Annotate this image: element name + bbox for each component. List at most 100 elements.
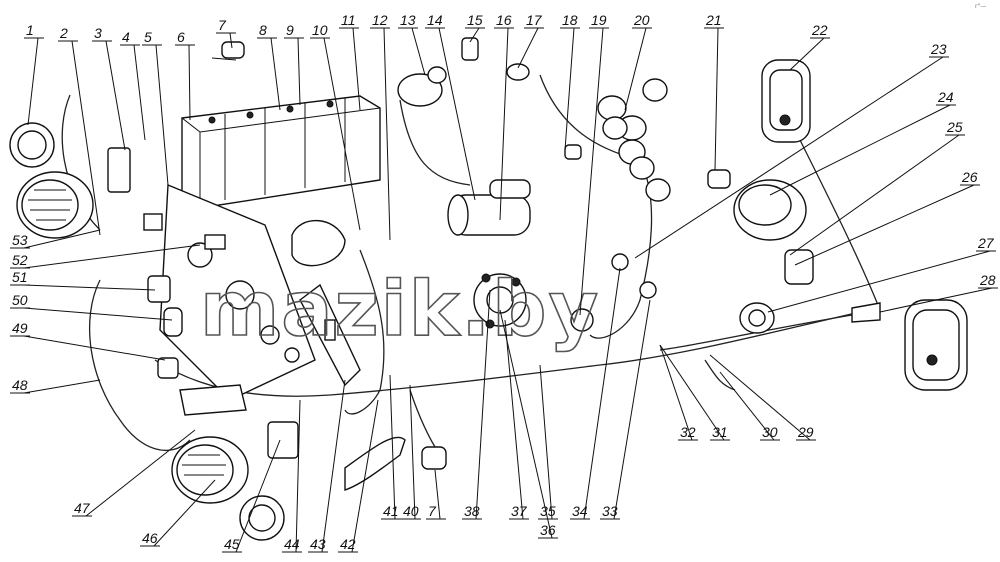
- callout-label-24: 24: [937, 89, 954, 105]
- callout-label-16: 16: [496, 12, 512, 28]
- callout-label-49: 49: [12, 320, 28, 336]
- callout-label-38: 38: [464, 503, 480, 519]
- callout-label-21: 21: [705, 12, 722, 28]
- callout-label-42: 42: [340, 536, 356, 552]
- callout-label-18: 18: [562, 12, 578, 28]
- callout-label-32: 32: [680, 424, 696, 440]
- callout-label-14: 14: [427, 12, 443, 28]
- callout-label-19: 19: [591, 12, 607, 28]
- callout-leader-27: [767, 250, 991, 313]
- callout-label-44: 44: [284, 536, 300, 552]
- callout-label-4: 4: [122, 29, 130, 45]
- connector-28: [851, 302, 881, 323]
- connector-51: [147, 275, 171, 303]
- callout-leader-22: [789, 37, 825, 71]
- callout-label-8: 8: [259, 22, 267, 38]
- callout-label-22: 22: [811, 22, 828, 38]
- callout-label-46: 46: [142, 530, 158, 546]
- callout-leader-28: [879, 287, 993, 313]
- switch-19: [570, 308, 594, 332]
- horn-wire: [409, 389, 441, 456]
- callout-label-52: 52: [12, 252, 28, 268]
- sensor-21: [707, 169, 731, 189]
- switch-3: [107, 147, 131, 193]
- right-headlamp: [171, 436, 249, 504]
- callout-leader-21: [714, 27, 719, 171]
- callout-label-48: 48: [12, 377, 28, 393]
- callout-leader-12: [383, 27, 391, 241]
- plug-50: [163, 307, 183, 337]
- callout-label-50: 50: [12, 292, 28, 308]
- callout-leader-38: [475, 289, 491, 520]
- callout-leader-42: [351, 399, 379, 553]
- starter-motor: [447, 179, 531, 236]
- callout-label-51: 51: [12, 269, 28, 285]
- callout-leader-6: [188, 44, 191, 121]
- callout-label-26: 26: [961, 169, 978, 185]
- rear-small-lamp: [739, 302, 775, 334]
- callout-label-33: 33: [602, 503, 618, 519]
- left-side-lamp: [9, 122, 55, 168]
- instrument-panel: [159, 183, 316, 401]
- callout-leader-19: [579, 27, 604, 316]
- switch-33: [611, 253, 657, 299]
- callout-label-9: 9: [286, 22, 294, 38]
- socket-column: [597, 78, 671, 202]
- fuse-box-47: [179, 384, 247, 416]
- panel-wire: [344, 249, 385, 415]
- callout-label-40: 40: [403, 503, 419, 519]
- callout-label-2: 2: [59, 25, 68, 41]
- callout-leader-3: [105, 40, 126, 151]
- callout-leader-23: [634, 56, 944, 259]
- callout-leader-39: [434, 469, 441, 520]
- plug-18: [564, 144, 582, 160]
- callout-leader-52: [23, 244, 201, 269]
- rear-harness: [659, 311, 871, 351]
- callout-label-35: 35: [540, 503, 556, 519]
- callout-leader-26: [794, 184, 975, 266]
- callout-label-5: 5: [144, 29, 152, 45]
- callout-leader-7: [229, 32, 233, 49]
- relay-block: [299, 283, 361, 387]
- callout-label-13: 13: [400, 12, 416, 28]
- callout-leader-17: [517, 27, 539, 69]
- callout-leader-29: [709, 354, 811, 441]
- callout-leader-44: [295, 399, 301, 553]
- callout-leader-40: [409, 384, 416, 520]
- connector-15: [461, 37, 479, 61]
- callout-label-37: 37: [511, 503, 528, 519]
- callout-label-45: 45: [224, 536, 240, 552]
- rear-lamp-top: [761, 59, 811, 143]
- callout-label-23: 23: [930, 41, 947, 57]
- callout-label-39: 7: [428, 503, 437, 519]
- callout-leader-18: [564, 27, 575, 151]
- callout-label-15: 15: [467, 12, 483, 28]
- watermark: mazik.by: [200, 264, 600, 353]
- ignition-coil: [397, 66, 447, 107]
- connector-17: [506, 63, 530, 81]
- callout-leader-50: [23, 307, 173, 321]
- upper-harness: [539, 74, 653, 339]
- rear-lamp-bottom: [904, 299, 968, 391]
- callout-leader-4: [133, 44, 146, 141]
- callout-leader-5: [155, 44, 169, 186]
- callout-leader-16: [499, 27, 509, 221]
- callout-leader-15: [469, 27, 480, 43]
- callout-leader-34: [583, 267, 621, 520]
- callout-leader-51: [23, 284, 156, 291]
- left-headlamp: [16, 171, 94, 239]
- callout-label-20: 20: [633, 12, 650, 28]
- callout-leader-48: [23, 379, 101, 394]
- callout-label-11: 11: [341, 12, 356, 28]
- callout-label-31: 31: [712, 424, 728, 440]
- callout-label-30: 30: [762, 424, 778, 440]
- battery-pack: [181, 95, 381, 209]
- callout-leader-36: [499, 309, 553, 539]
- callout-leader-25: [789, 134, 960, 256]
- callout-label-28: 28: [979, 272, 996, 288]
- callout-leader-35: [539, 364, 553, 520]
- callout-leader-30: [719, 371, 775, 441]
